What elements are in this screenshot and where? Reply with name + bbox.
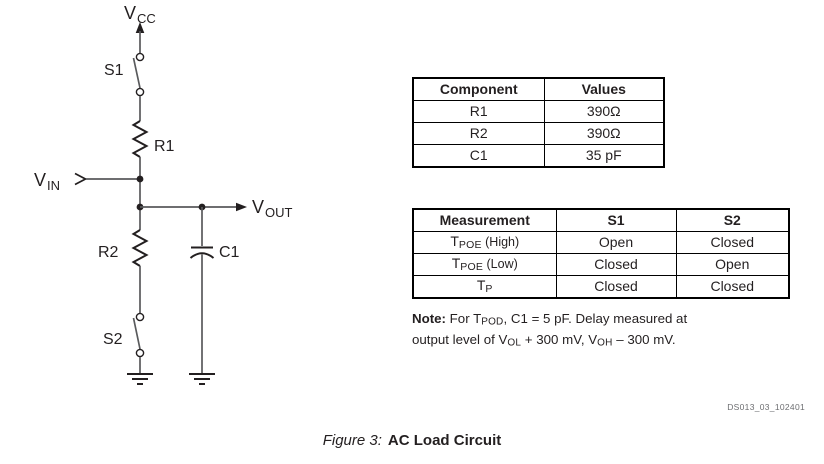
measurement-table: Measurement S1 S2 TPOE (High) Open Close…: [412, 208, 790, 299]
measurement-rest: (Low): [483, 256, 518, 271]
s2-terminal-top: [135, 312, 145, 322]
vout-arrowhead: [236, 202, 247, 212]
table-cell-measurement: TPOE (High): [412, 231, 557, 254]
vcc-label-base: V: [124, 3, 136, 23]
s1-label: S1: [104, 62, 124, 79]
component-values-table: Component Values R1 390Ω R2 390Ω C1 35 p…: [412, 77, 665, 168]
s2-terminal-bottom: [135, 348, 145, 358]
component-table-header-row: Component Values: [412, 77, 665, 101]
table-cell: Open: [675, 253, 790, 276]
table-cell: Closed: [675, 275, 790, 299]
note-text: output level of V: [412, 331, 508, 347]
s2-label: S2: [103, 331, 123, 348]
junction-dot-vin: [136, 175, 144, 183]
table-cell: Closed: [555, 275, 677, 299]
measurement-rest: (High): [481, 234, 520, 249]
table-cell: 390Ω: [543, 100, 665, 123]
table-cell: Closed: [555, 253, 677, 276]
vin-chevron: [74, 172, 88, 186]
ground-symbol-right: [189, 373, 215, 385]
header-cell-s2: S2: [675, 208, 790, 232]
r2-label: R2: [98, 244, 119, 261]
table-cell: Closed: [675, 231, 790, 254]
table-cell-measurement: TPOE (Low): [412, 253, 557, 276]
measurement-subscript: POE: [460, 260, 484, 273]
document-reference-code: DS013_03_102401: [727, 402, 805, 412]
vcc-label: V CC: [124, 3, 156, 26]
r1-label: R1: [154, 138, 175, 155]
note-bold-prefix: Note:: [412, 311, 446, 326]
vout-label: V OUT: [252, 197, 293, 220]
ground-symbol-left: [127, 373, 153, 385]
vcc-label-sub: CC: [137, 11, 156, 26]
table-row: TPOE (High) Open Closed: [412, 231, 790, 254]
vcc-arrow: [135, 22, 145, 53]
note-subscript-voh: OH: [597, 337, 613, 348]
vin-label-base: V: [34, 170, 46, 190]
measurement-base: T: [476, 276, 486, 293]
table-cell: Open: [555, 231, 677, 254]
ac-load-circuit-diagram: V CC S1 R1 V IN: [34, 3, 293, 385]
measurement-base: T: [451, 254, 461, 271]
figure-number: Figure 3:: [322, 432, 382, 449]
note-text: , C1 = 5 pF. Delay measured at: [503, 311, 688, 326]
table-cell: R2: [412, 122, 545, 145]
table-cell: 35 pF: [543, 144, 665, 168]
resistor-r1: [131, 120, 149, 158]
table-row: TPOE (Low) Closed Open: [412, 253, 790, 276]
measurement-subscript: POE: [458, 238, 482, 251]
header-cell-measurement: Measurement: [412, 208, 557, 232]
table-row: R2 390Ω: [412, 122, 665, 145]
s1-terminal-bottom: [135, 87, 145, 97]
capacitor-c1: [189, 246, 215, 259]
vin-label: V IN: [34, 170, 60, 193]
header-cell-s1: S1: [555, 208, 677, 232]
measurement-base: T: [450, 232, 459, 249]
header-cell-values: Values: [543, 77, 665, 101]
note-text: + 300 mV, V: [521, 331, 598, 347]
switch-s2: [132, 312, 145, 358]
table-row: C1 35 pF: [412, 144, 665, 168]
measurement-subscript: P: [485, 282, 493, 295]
vin-label-sub: IN: [47, 178, 60, 193]
table-cell: C1: [412, 144, 545, 168]
table-note: Note: For TPOD, C1 = 5 pF. Delay measure…: [412, 310, 802, 351]
table-row: TP Closed Closed: [412, 275, 790, 299]
figure-title: AC Load Circuit: [387, 432, 502, 449]
c1-label: C1: [219, 244, 240, 261]
table-row: R1 390Ω: [412, 100, 665, 123]
table-cell: R1: [412, 100, 545, 123]
header-cell-component: Component: [412, 77, 545, 101]
figure-caption: Figure 3: AC Load Circuit: [0, 432, 824, 449]
note-subscript-vol: OL: [507, 337, 522, 348]
s1-terminal-top: [135, 52, 145, 62]
note-text: – 300 mV.: [612, 331, 676, 347]
resistor-r2: [131, 229, 149, 267]
note-text: For T: [445, 311, 482, 326]
note-subscript-tpod: POD: [481, 316, 504, 328]
switch-s1: [132, 52, 145, 97]
vout-label-sub: OUT: [265, 205, 293, 220]
table-cell: 390Ω: [543, 122, 665, 145]
table-cell-measurement: TP: [412, 275, 557, 299]
vout-label-base: V: [252, 197, 264, 217]
measurement-table-header-row: Measurement S1 S2: [412, 208, 790, 232]
